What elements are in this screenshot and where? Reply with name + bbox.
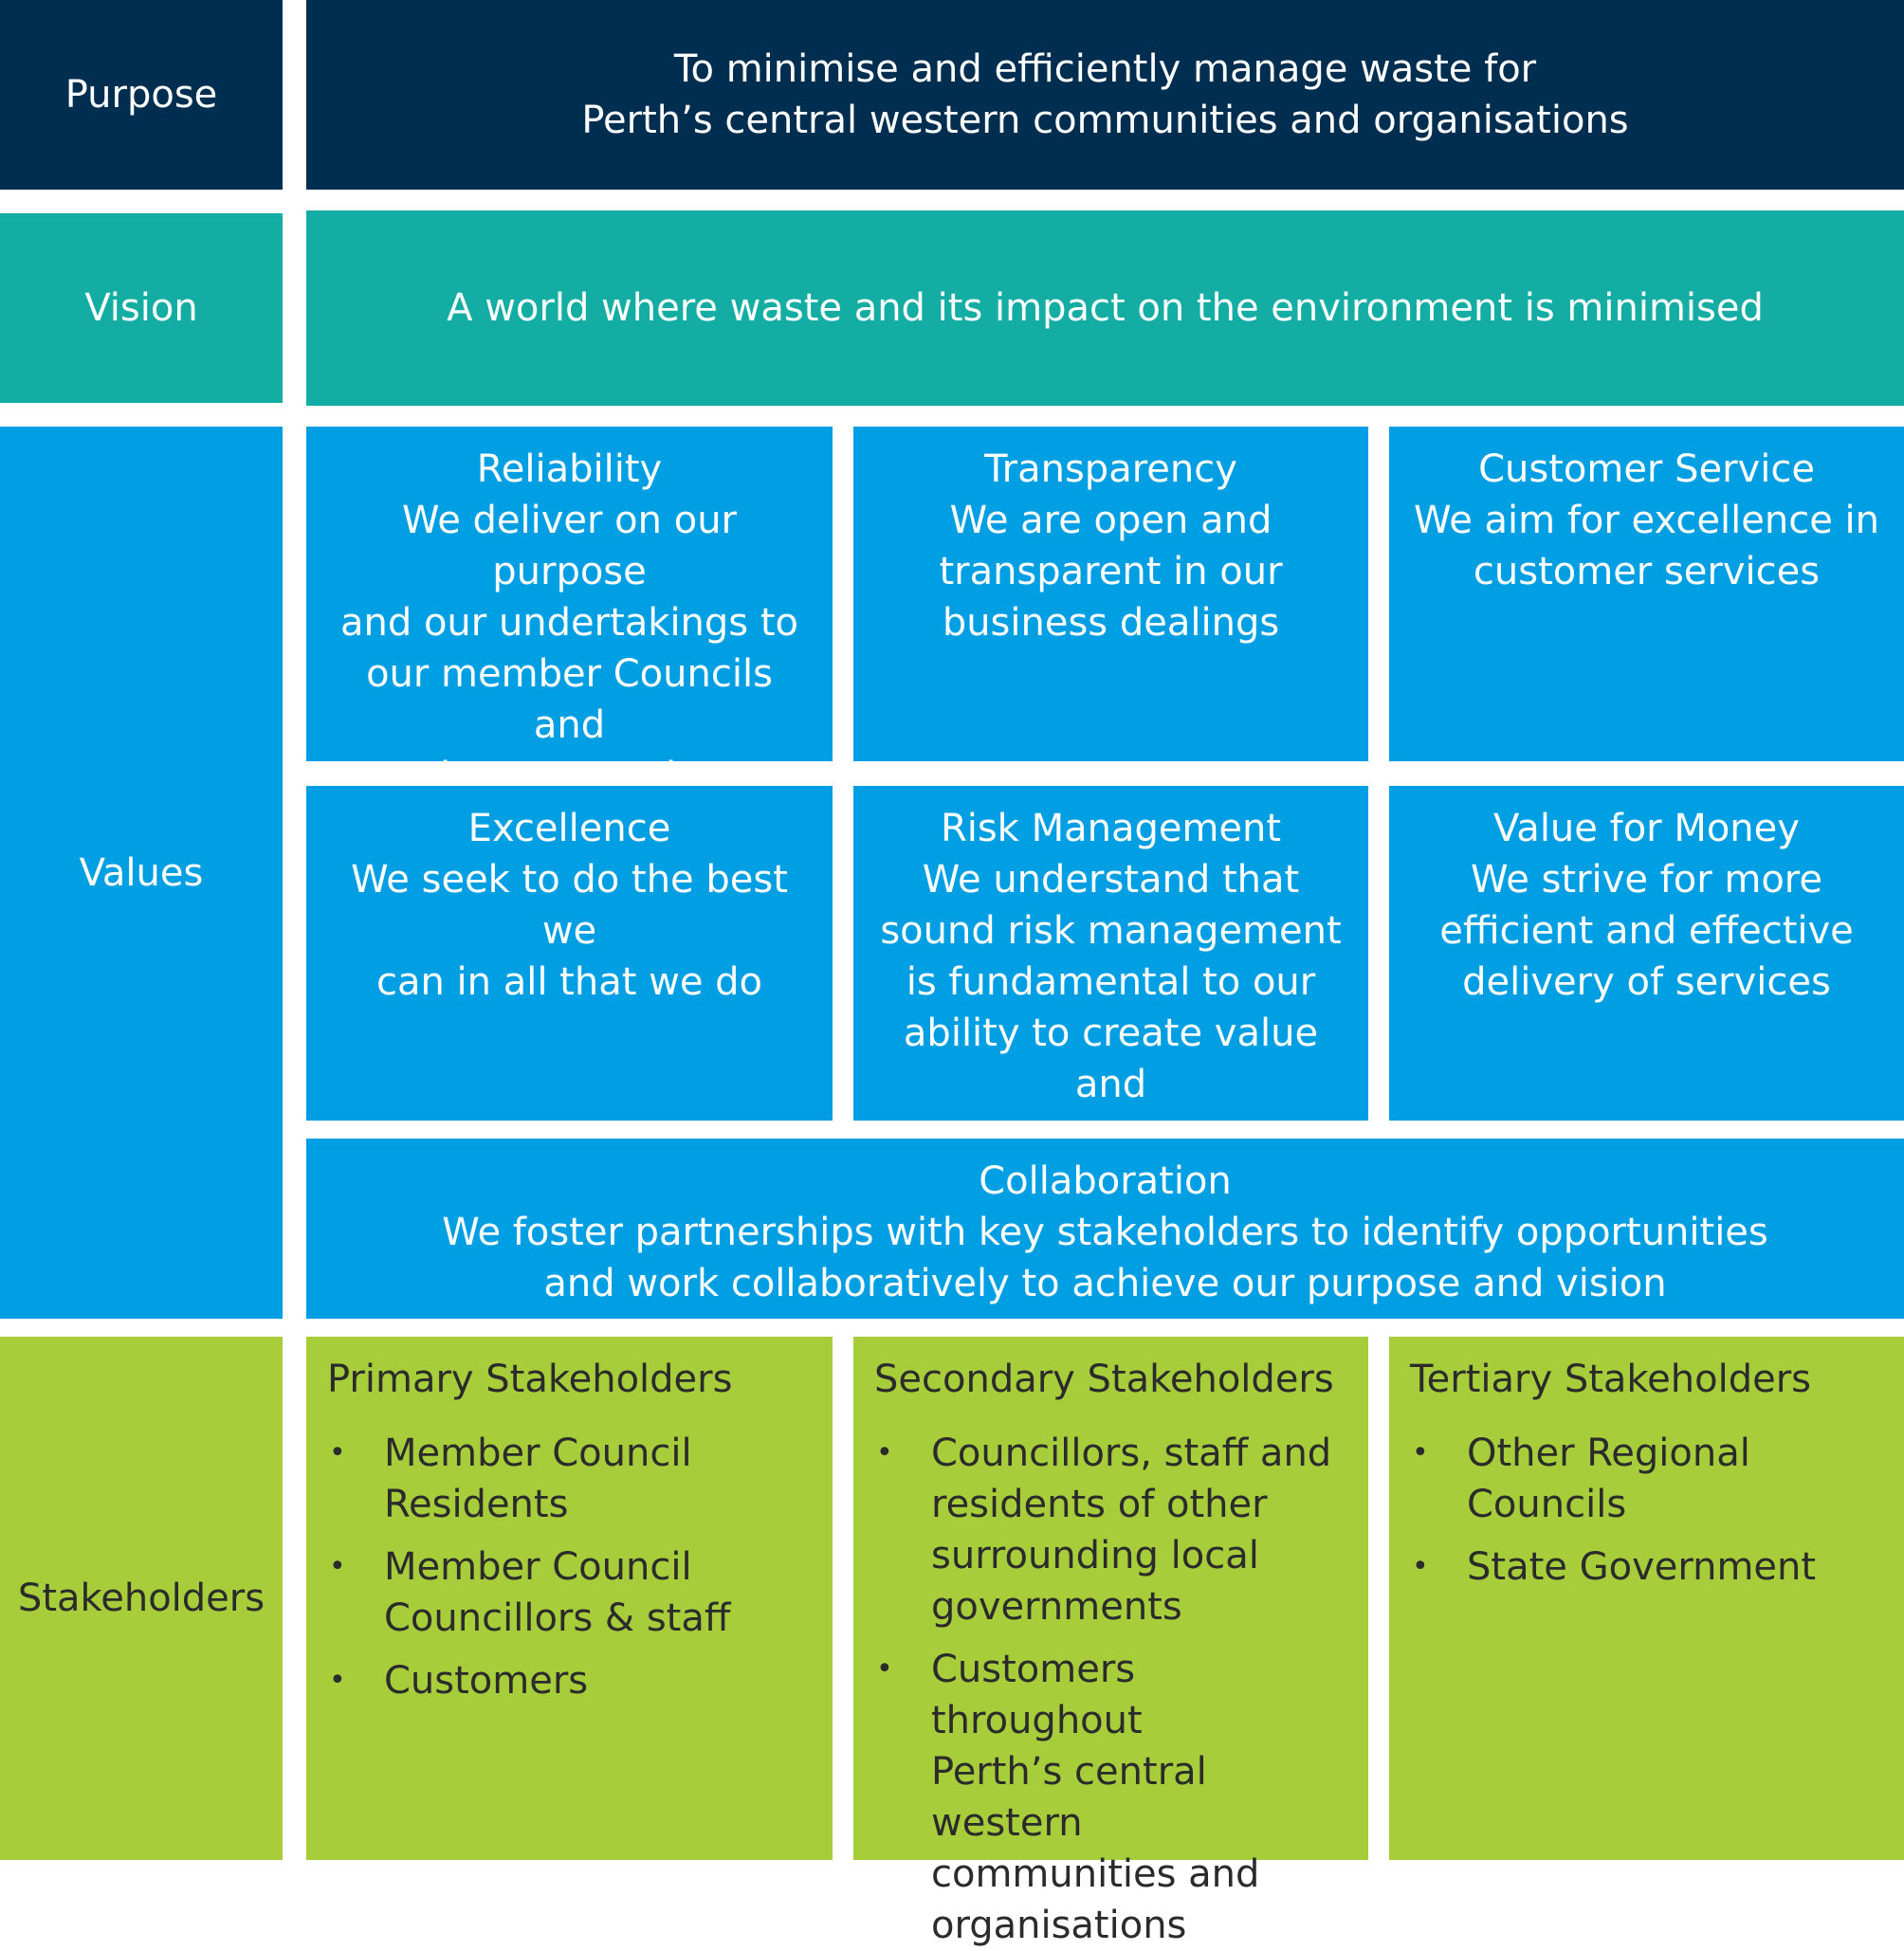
value-desc-line: delivery of services <box>1462 960 1831 1004</box>
value-desc-line: ability to create value and <box>903 1012 1319 1106</box>
list-item-line: residents of other <box>931 1483 1268 1526</box>
value-desc-line: is fundamental to our <box>906 960 1316 1004</box>
value-desc-line: sound risk management <box>880 909 1342 953</box>
value-card-reliability: Reliability We deliver on our purpose an… <box>306 427 833 798</box>
list-item: • State Government <box>1410 1541 1883 1593</box>
value-desc-line: We understand that <box>922 858 1300 902</box>
bullet-icon: • <box>329 1550 346 1583</box>
value-desc-line: and work collaboratively to achieve our … <box>543 1262 1667 1305</box>
list-item: • Member Council Residents <box>327 1428 812 1530</box>
value-title: Reliability <box>476 447 663 491</box>
value-desc-line: efficient and effective <box>1439 909 1854 953</box>
stakeholder-list: • Member Council Residents • Member Coun… <box>327 1428 812 1706</box>
value-desc-line: customer services <box>1473 550 1821 593</box>
value-desc-line: We are open and <box>949 499 1272 542</box>
list-item-line: communities and <box>931 1852 1260 1896</box>
value-card-transparency: Transparency We are open and transparent… <box>853 427 1368 761</box>
stakeholder-group-primary: Primary Stakeholders • Member Council Re… <box>306 1337 833 1860</box>
list-item-line: Councils <box>1467 1483 1627 1526</box>
value-desc-line: We deliver on our purpose <box>401 499 737 593</box>
purpose-line-2: Perth’s central western communities and … <box>581 99 1629 142</box>
list-item: • Councillors, staff and residents of ot… <box>874 1428 1347 1632</box>
purpose-line-1: To minimise and efficiently manage waste… <box>673 47 1537 91</box>
values-label-text: Values <box>79 850 204 895</box>
vision-statement: A world where waste and its impact on th… <box>306 210 1904 406</box>
list-item-line: organisations <box>931 1904 1187 1947</box>
vision-label-text: Vision <box>84 286 198 330</box>
bullet-icon: • <box>876 1652 893 1686</box>
value-desc-line: We foster partnerships with key stakehol… <box>442 1211 1768 1254</box>
stakeholder-group-tertiary: Tertiary Stakeholders • Other Regional C… <box>1389 1337 1904 1860</box>
value-title: Customer Service <box>1478 447 1815 491</box>
value-desc-line: can in all that we do <box>375 960 763 1004</box>
list-item-line: Member Council <box>384 1545 692 1589</box>
list-item: • Customers throughout Perth’s central w… <box>874 1644 1347 1951</box>
value-desc-line: We aim for excellence in <box>1414 499 1879 542</box>
list-item: • Customers <box>327 1655 812 1706</box>
purpose-statement: To minimise and efficiently manage waste… <box>306 0 1904 190</box>
value-card-risk-management: Risk Management We understand that sound… <box>853 786 1368 1158</box>
purpose-label-text: Purpose <box>64 73 218 117</box>
stakeholder-group-title: Tertiary Stakeholders <box>1410 1358 1811 1401</box>
value-title: Risk Management <box>940 807 1282 850</box>
value-desc-line: We strive for more <box>1471 858 1822 902</box>
value-desc-line: and our undertakings to <box>339 601 799 645</box>
vision-text: A world where waste and its impact on th… <box>447 286 1764 330</box>
list-item-line: State Government <box>1467 1545 1817 1589</box>
bullet-icon: • <box>876 1436 893 1469</box>
value-desc-line: transparent in our <box>939 550 1283 593</box>
stakeholders-label: Stakeholders <box>0 1337 283 1860</box>
stakeholder-group-title: Primary Stakeholders <box>327 1358 733 1401</box>
list-item-line: Councillors, staff and <box>931 1431 1332 1475</box>
list-item-line: Member Council <box>384 1431 692 1475</box>
list-item-line: Customers throughout <box>931 1648 1143 1742</box>
value-card-collaboration: Collaboration We foster partnerships wit… <box>306 1139 1904 1319</box>
bullet-icon: • <box>329 1436 346 1469</box>
value-desc-line: our member Councils and <box>366 652 773 747</box>
list-item-line: Perth’s central western <box>931 1750 1207 1845</box>
value-card-excellence: Excellence We seek to do the best we can… <box>306 786 833 1121</box>
value-desc-line: business dealings <box>942 601 1280 645</box>
value-title: Excellence <box>467 807 671 850</box>
value-desc-line: We seek to do the best we <box>351 858 788 953</box>
list-item-line: Other Regional <box>1467 1431 1750 1475</box>
list-item: • Other Regional Councils <box>1410 1428 1883 1530</box>
list-item-line: Councillors & staff <box>384 1596 731 1640</box>
value-card-value-for-money: Value for Money We strive for more effic… <box>1389 786 1904 1121</box>
value-title: Transparency <box>984 447 1237 491</box>
list-item-line: governments <box>931 1585 1182 1629</box>
stakeholder-list: • Other Regional Councils • State Govern… <box>1410 1428 1883 1593</box>
values-label: Values <box>0 427 283 1319</box>
bullet-icon: • <box>329 1664 346 1697</box>
stakeholders-label-text: Stakeholders <box>17 1577 265 1620</box>
value-title: Collaboration <box>979 1159 1232 1203</box>
purpose-label: Purpose <box>0 0 283 190</box>
stakeholder-group-title: Secondary Stakeholders <box>874 1358 1334 1401</box>
value-title: Value for Money <box>1493 807 1800 850</box>
bullet-icon: • <box>1412 1550 1429 1583</box>
list-item-line: Residents <box>384 1483 569 1526</box>
list-item-line: surrounding local <box>931 1534 1259 1577</box>
vision-label: Vision <box>0 213 283 403</box>
list-item-line: Customers <box>384 1659 589 1703</box>
stakeholder-group-secondary: Secondary Stakeholders • Councillors, st… <box>853 1337 1368 1947</box>
stakeholder-list: • Councillors, staff and residents of ot… <box>874 1428 1347 1951</box>
value-card-customer-service: Customer Service We aim for excellence i… <box>1389 427 1904 761</box>
list-item: • Member Council Councillors & staff <box>327 1541 812 1644</box>
bullet-icon: • <box>1412 1436 1429 1469</box>
